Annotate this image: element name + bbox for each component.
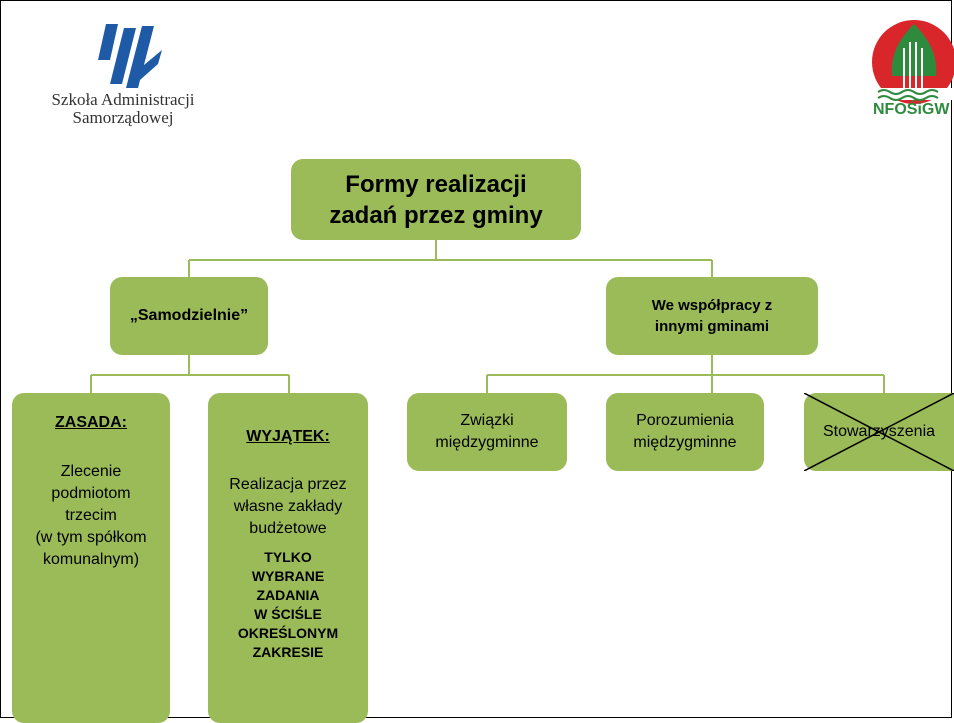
wspolpraca-node: We współpracy z innymi gminami (606, 277, 818, 355)
szkola-logo-line1: Szkoła Administracji (51, 90, 195, 109)
wyjatek-emphasis: TYLKO WYBRANE ZADANIA W ŚCIŚLE OKREŚLONY… (238, 548, 338, 662)
zasada-heading: ZASADA: (55, 414, 127, 431)
zasada-line-1: Zlecenie (60, 463, 122, 480)
root-node: Formy realizacji zadań przez gminy (291, 159, 581, 240)
wyjatek-bold-1: TYLKO (264, 549, 312, 565)
wspolpraca-line2: innymi gminami (654, 318, 770, 335)
wyjatek-line-2: własne zakłady (233, 498, 343, 515)
zasada-line-4: (w tym spółkom (35, 529, 147, 546)
wyjatek-bold-2: WYBRANE (251, 568, 325, 584)
zasada-line-3: trzecim (65, 507, 117, 524)
zwiazki-line1: Związki (460, 412, 514, 429)
root-node-line2: zadań przez gminy (329, 201, 543, 229)
wyjatek-heading: WYJĄTEK: (246, 428, 330, 445)
zwiazki-node: Związki międzygminne (407, 393, 567, 471)
porozumienia-node: Porozumienia międzygminne (606, 393, 764, 471)
stowarzyszenia-cross (804, 393, 954, 471)
samodzielnie-node: „Samodzielnie” (110, 277, 268, 355)
wyjatek-bold-6: ZAKRESIE (252, 644, 324, 660)
wyjatek-bold-3: ZADANIA (256, 587, 320, 603)
root-node-line1: Formy realizacji (345, 170, 527, 198)
zwiazki-line2: międzygminne (435, 434, 539, 451)
wyjatek-node: WYJĄTEK: Realizacja przez własne zakłady… (208, 393, 368, 723)
szkola-logo-line2: Samorządowej (72, 108, 174, 127)
zasada-node: ZASADA: Zlecenie podmiotom trzecim (w ty… (12, 393, 170, 723)
zasada-line-2: podmiotom (51, 485, 131, 502)
porozumienia-line1: Porozumienia (636, 412, 734, 429)
wspolpraca-line1: We współpracy z (651, 297, 773, 314)
wyjatek-bold-4: W ŚCIŚLE (254, 606, 322, 622)
porozumienia-line2: międzygminne (633, 434, 737, 451)
szkola-logo-icon (98, 24, 162, 88)
wyjatek-bold-5: OKREŚLONYM (237, 625, 339, 641)
nfosigw-logo-text: NFOŚiGW (873, 101, 950, 118)
wyjatek-line-3: budżetowe (249, 520, 327, 537)
nfosigw-logo-icon (872, 20, 954, 104)
samodzielnie-label: „Samodzielnie” (129, 307, 249, 324)
szkola-logo-text: Szkoła Administracji Samorządowej (33, 91, 213, 127)
wyjatek-line-1: Realizacja przez (229, 476, 347, 493)
zasada-line-5: komunalnym) (42, 551, 140, 568)
